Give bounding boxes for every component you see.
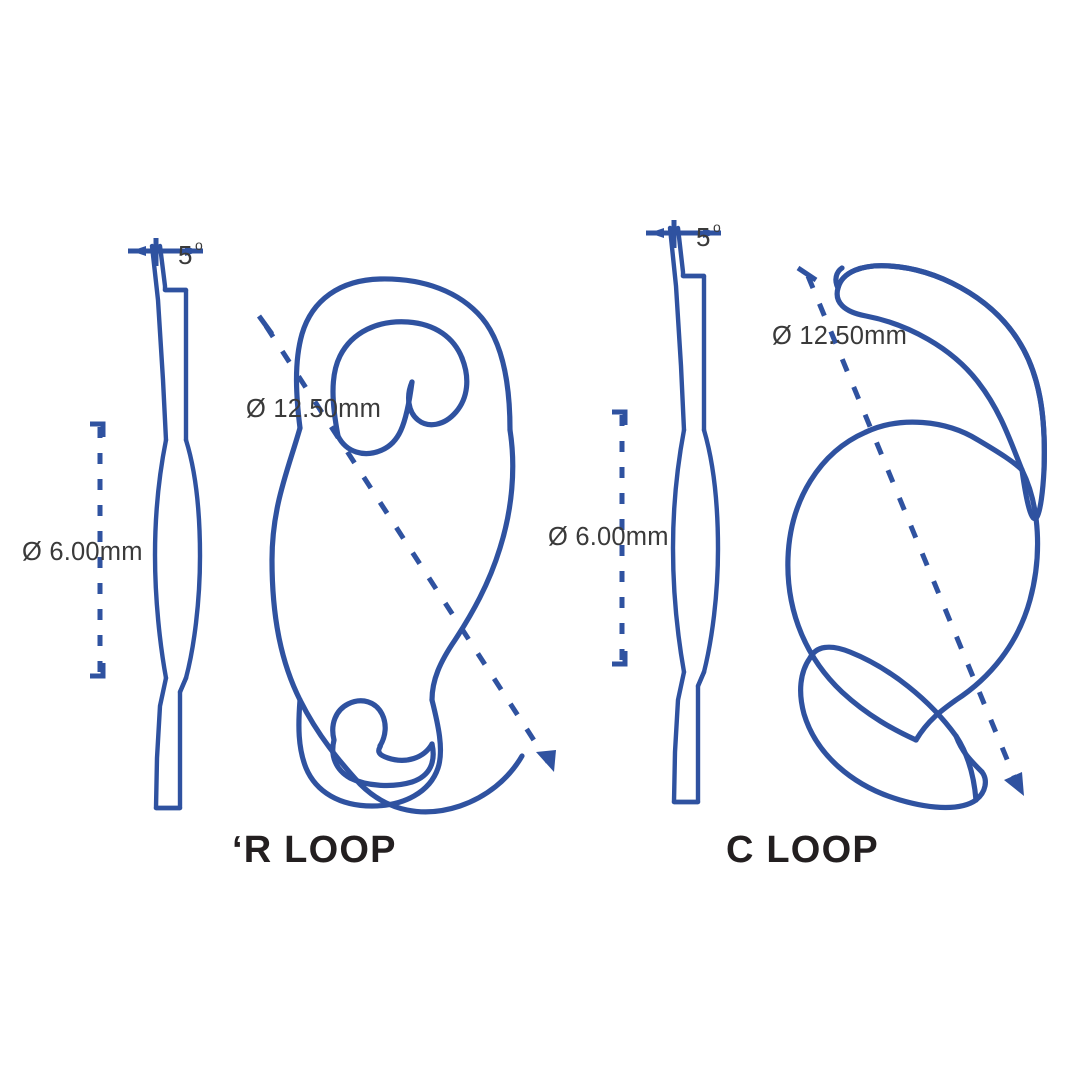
c-loop-optic-diameter-dimension: Ø 6.00mm <box>548 409 669 667</box>
c-loop-angle-dimension: 5 o <box>646 219 721 252</box>
c-loop-angle-degree-symbol: o <box>713 219 721 235</box>
c-loop-side-view <box>667 225 721 805</box>
c-loop-caption: C LOOP <box>726 829 879 871</box>
c-loop-angle-value: 5 <box>696 222 710 252</box>
r-loop-side-view <box>149 243 203 811</box>
c-loop-front-view <box>785 263 1047 811</box>
c-loop-overall-length-dimension: Ø 12.50mm <box>772 265 1024 796</box>
panel-c-loop: 5 o Ø 6.00mm <box>548 219 1047 871</box>
c-loop-optic-diameter-label: Ø 6.00mm <box>548 523 669 551</box>
panel-r-loop: 5 o Ø 6.00mm <box>22 237 556 871</box>
r-loop-overall-length-label: Ø 12.50mm <box>246 395 381 423</box>
r-loop-angle-value: 5 <box>178 240 192 270</box>
r-loop-front-view <box>269 276 525 815</box>
r-loop-overall-length-dimension: Ø 12.50mm <box>246 314 556 772</box>
r-loop-angle-dimension: 5 o <box>128 237 203 270</box>
r-loop-caption: ‘R LOOP <box>232 829 397 871</box>
c-loop-overall-length-label: Ø 12.50mm <box>772 322 907 350</box>
r-loop-optic-diameter-label: Ø 6.00mm <box>22 538 143 566</box>
r-loop-optic-diameter-dimension: Ø 6.00mm <box>22 421 143 679</box>
r-loop-angle-degree-symbol: o <box>195 237 203 253</box>
